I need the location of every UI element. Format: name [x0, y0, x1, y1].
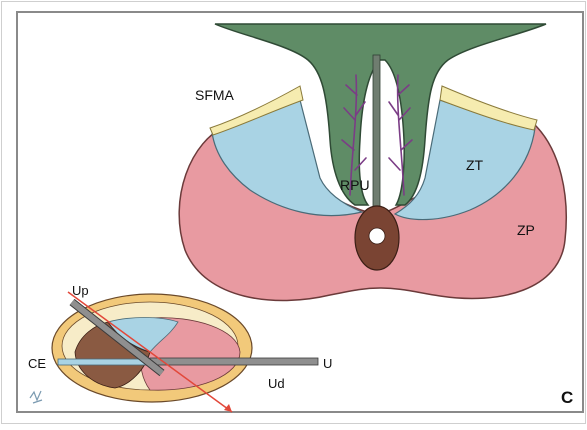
urethral-lumen: [369, 228, 385, 244]
label-rpu: RPU: [340, 177, 370, 193]
label-ce: CE: [28, 356, 46, 371]
label-ud: Ud: [268, 376, 285, 391]
label-u: U: [323, 356, 332, 371]
label-up: Up: [72, 283, 89, 298]
label-panel-c: C: [561, 388, 573, 407]
label-zp: ZP: [517, 222, 535, 238]
label-zt: ZT: [466, 157, 484, 173]
central-septum: [373, 55, 380, 215]
u-line: [150, 358, 318, 365]
label-sfma: SFMA: [195, 87, 235, 103]
